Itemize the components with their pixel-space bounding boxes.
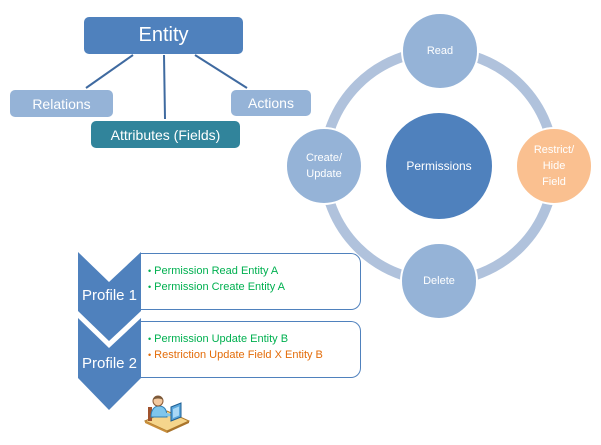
restrict-node [515,127,593,205]
bullet: • [148,334,152,344]
profile-2-chevron [78,318,141,410]
actions-box: Actions [231,90,311,116]
bullet: • [148,266,152,276]
profile-2-item: • Restriction Update Field X Entity B [148,347,360,363]
create-node [285,127,363,205]
profile-1-label: Profile 1 [81,287,138,304]
item-text: Permission Read Entity A [154,265,279,277]
item-text: Restriction Update Field X Entity B [154,349,323,361]
bullet: • [148,282,152,292]
create-label: Create/ Update [305,152,343,180]
bullet: • [148,350,152,360]
profile-2-item: • Permission Update Entity B [148,331,360,347]
permissions-label: Permissions [406,159,472,173]
profile-2-box: • Permission Update Entity B • Restricti… [141,321,361,378]
attributes-box: Attributes (Fields) [91,121,240,148]
read-label: Read [426,45,454,57]
relations-box: Relations [10,90,113,117]
item-text: Permission Create Entity A [154,281,285,293]
connector-relations [85,54,134,89]
profile-1-item: • Permission Read Entity A [148,263,360,279]
profile-2-label: Profile 2 [81,355,138,372]
profile-1-box: • Permission Read Entity A • Permission … [141,253,361,310]
permissions-center-circle [386,113,492,219]
user-at-desk-icon [143,395,191,433]
read-node [401,12,479,90]
delete-node [400,242,478,320]
entity-box: Entity [84,17,243,54]
profile-1-item: • Permission Create Entity A [148,279,360,295]
profile-1-chevron [78,252,141,341]
restrict-label: Restrict/ Hide Field [533,144,575,188]
item-text: Permission Update Entity B [154,333,289,345]
connector-actions [194,54,248,89]
connector-attributes [163,54,166,120]
delete-label: Delete [423,275,455,287]
